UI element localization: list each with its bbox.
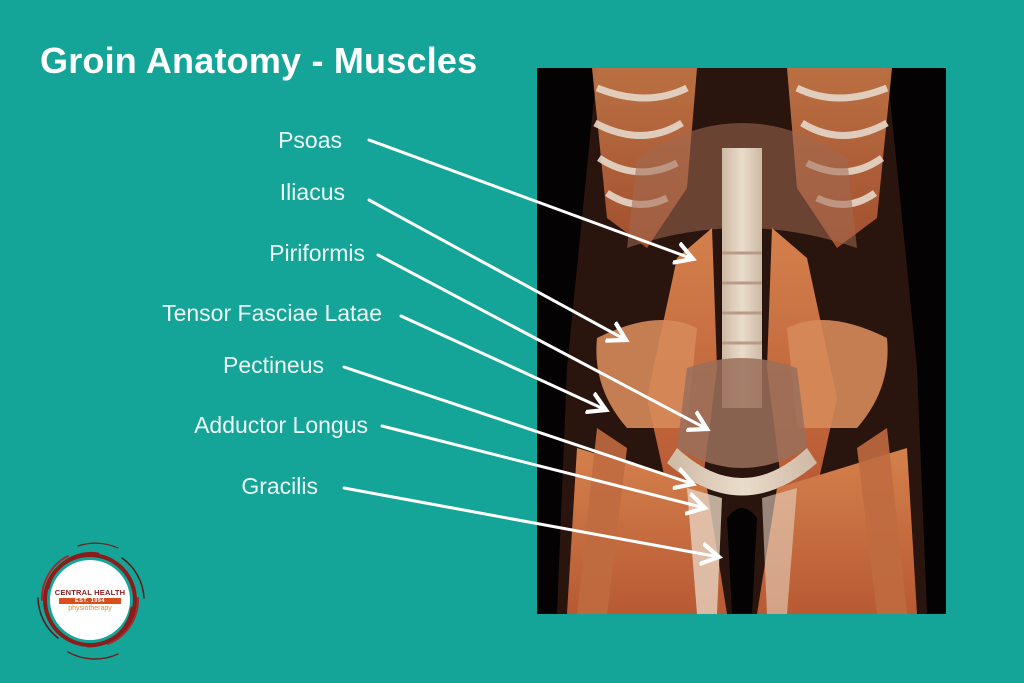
label-adductor-longus: Adductor Longus <box>194 412 368 438</box>
muscle-anatomy-graphic <box>557 68 927 614</box>
logo-subtitle: physiotherapy <box>68 605 112 612</box>
logo-badge: CENTRAL HEALTH EST. 1994 physiotherapy <box>50 560 130 640</box>
label-iliacus: Iliacus <box>279 179 345 205</box>
arrow-gracilis-icon <box>342 486 719 557</box>
arrow-psoas-icon <box>367 138 693 259</box>
arrow-tensor-fasciae-latae-icon <box>399 314 606 410</box>
logo-name: CENTRAL HEALTH <box>54 588 126 597</box>
label-piriformis: Piriformis <box>269 240 365 266</box>
label-pectineus: Pectineus <box>222 352 324 378</box>
arrow-adductor-longus-icon <box>380 424 705 508</box>
logo-established: EST. 1994 <box>59 598 121 604</box>
page-title: Groin Anatomy - Muscles <box>40 40 478 81</box>
label-tensor-fasciae-latae: Tensor Fasciae Latae <box>162 300 382 326</box>
label-psoas: Psoas <box>278 127 342 153</box>
arrow-pectineus-icon <box>342 365 693 484</box>
logo-swirl-icon <box>37 542 145 660</box>
central-health-logo: CENTRAL HEALTH EST. 1994 physiotherapy <box>28 538 152 662</box>
arrow-iliacus-icon <box>367 198 626 340</box>
label-gracilis: Gracilis <box>241 473 318 499</box>
arrow-piriformis-icon <box>376 253 707 429</box>
